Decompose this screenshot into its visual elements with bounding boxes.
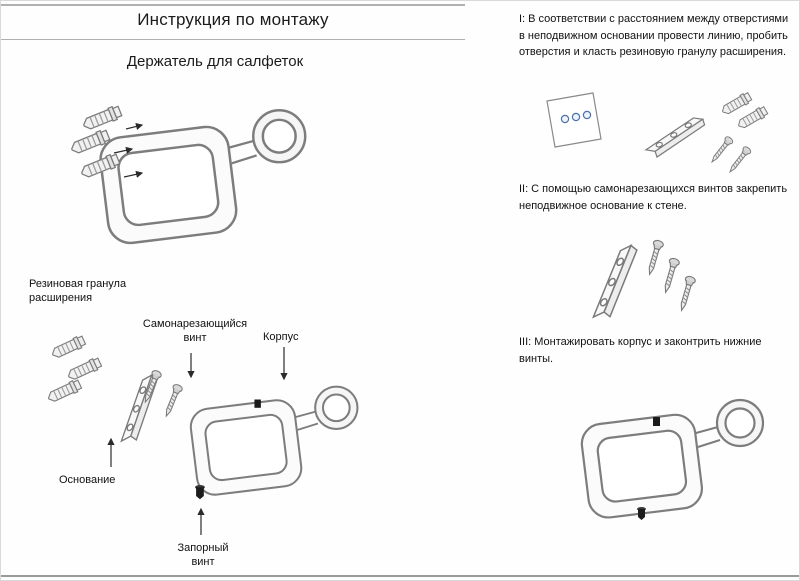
callout-locking-screw: Запорный винт [177, 542, 229, 569]
set-screw-icon [653, 417, 660, 426]
step-1-numeral: I: [519, 13, 526, 25]
product-title: Держатель для салфеток [126, 53, 304, 70]
screw-illustration [708, 134, 753, 176]
screw-illustration [644, 238, 697, 313]
set-screw-icon [254, 399, 261, 408]
callout-rubber-plug: Резиновая гранула расширения [29, 278, 127, 305]
step-3-illustration [578, 398, 765, 521]
wall-plug-illustration [45, 334, 103, 405]
step-3-text: III:Монтажировать корпус и законтрить ни… [519, 334, 797, 367]
callout-self-tapping-screw: Самонарезающийся винт [142, 318, 248, 345]
exploded-diagram [45, 334, 359, 535]
top-divider [1, 4, 465, 6]
base-bracket-illustration [577, 241, 654, 326]
holder-body-illustration [578, 398, 765, 521]
holder-illustration [96, 108, 307, 247]
callout-body: Корпус [263, 331, 299, 343]
step-1-illustration [546, 90, 769, 176]
locking-screw-illustration [195, 485, 205, 500]
callout-arrows [107, 347, 288, 535]
wall-plug-illustration [719, 90, 769, 131]
step-2-text: II:С помощью самонарезающихся винтов зак… [519, 181, 797, 214]
step-3-body: Монтажировать корпус и законтрить нижние… [519, 336, 762, 365]
step-2-body: С помощью самонарезающихся винтов закреп… [519, 183, 788, 212]
step-1-body: В соответствии с расстоянием между отвер… [519, 13, 789, 58]
callout-base: Основание [59, 474, 116, 486]
insert-direction-arrows [113, 122, 144, 178]
bottom-divider [1, 575, 799, 577]
step-2-numeral: II: [519, 183, 529, 195]
locking-screw-illustration [637, 507, 646, 520]
step-1-text: I:В соответствии с расстоянием между отв… [519, 11, 797, 61]
marked-wall-panel-illustration [546, 92, 602, 148]
base-bracket-illustration [640, 114, 711, 161]
product-overview-illustration [68, 103, 307, 247]
title-divider [1, 39, 465, 40]
step-3-numeral: III: [519, 336, 532, 348]
base-bracket-illustration [106, 371, 173, 449]
step-2-illustration [577, 238, 697, 326]
page-title: Инструкция по монтажу [137, 10, 329, 29]
holder-body-illustration [187, 385, 359, 498]
screw-illustration [140, 368, 184, 419]
